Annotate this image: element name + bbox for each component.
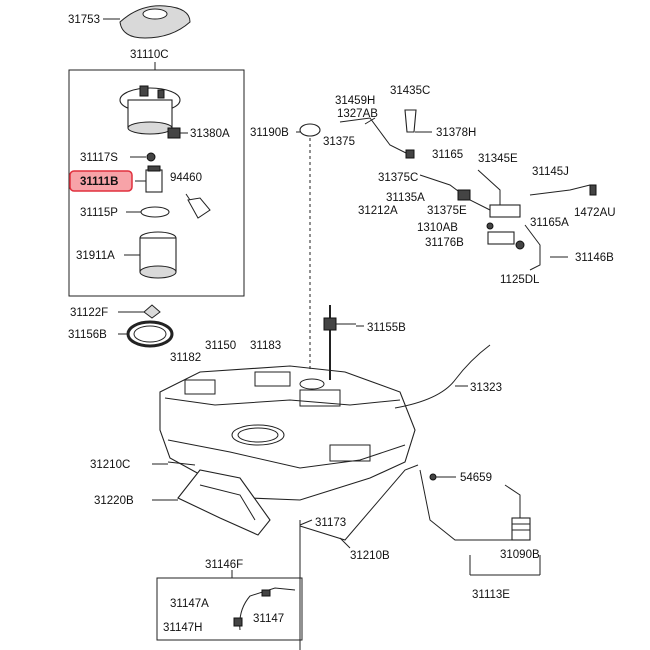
part-strap-31210B[interactable] xyxy=(299,464,419,541)
part-bolt-1310AB[interactable] xyxy=(486,222,494,230)
highlight-31111B xyxy=(69,170,133,192)
label-1327AB: 1327AB xyxy=(337,108,378,120)
label-31147: 31147 xyxy=(253,613,284,625)
label-31210C: 31210C xyxy=(90,459,130,471)
part-valve-31378H[interactable] xyxy=(404,109,417,133)
part-hose-kit-31146F[interactable] xyxy=(233,587,296,631)
label-31115P: 31115P xyxy=(80,207,118,219)
part-cap-31190B[interactable] xyxy=(299,123,321,137)
label-31173: 31173 xyxy=(315,517,346,529)
label-31145J: 31145J xyxy=(532,166,569,178)
label-31375C: 31375C xyxy=(378,172,418,184)
part-sender-31380A[interactable] xyxy=(167,127,188,139)
label-1125DL: 1125DL xyxy=(500,274,540,286)
label-31375: 31375 xyxy=(323,136,355,148)
label-31378H: 31378H xyxy=(436,127,476,139)
label-31459H: 31459H xyxy=(335,95,375,107)
label-1472AU: 1472AU xyxy=(574,207,616,219)
part-canister-31090B[interactable] xyxy=(511,517,531,541)
label-31150: 31150 xyxy=(205,340,236,352)
label-31117S: 31117S xyxy=(80,152,118,164)
label-31323: 31323 xyxy=(470,382,502,394)
part-bracket-31212A[interactable] xyxy=(489,204,521,218)
part-strap-31210C[interactable] xyxy=(167,461,196,466)
label-31147H: 31147H xyxy=(163,622,202,634)
label-31220B: 31220B xyxy=(94,495,134,507)
label-31090B: 31090B xyxy=(500,549,540,561)
label-31753: 31753 xyxy=(68,14,100,26)
part-hose-31145J[interactable] xyxy=(529,184,591,196)
label-31911A: 31911A xyxy=(76,250,115,262)
label-31165A: 31165A xyxy=(530,217,569,229)
label-31380A: 31380A xyxy=(190,128,230,140)
part-fuel-tank-31150[interactable] xyxy=(159,365,416,501)
part-sender-31155B[interactable] xyxy=(323,305,356,380)
part-heat-shield-31220B[interactable] xyxy=(177,469,271,536)
part-fuel-pump-31111B[interactable] xyxy=(145,165,163,193)
label-31111B[interactable]: 31111B xyxy=(80,176,118,188)
part-wire-94460[interactable] xyxy=(185,193,211,219)
label-31190B: 31190B xyxy=(250,127,289,139)
part-valve-31135A[interactable] xyxy=(457,189,471,201)
part-gasket-31753[interactable] xyxy=(119,5,191,39)
label-31110C: 31110C xyxy=(130,49,169,61)
part-ring-31156B[interactable] xyxy=(126,320,174,348)
label-31147A: 31147A xyxy=(170,598,209,610)
hose-kit-frame xyxy=(156,577,303,641)
label-54659: 54659 xyxy=(460,472,492,484)
part-ring-31115P[interactable] xyxy=(140,206,170,218)
part-filter-31911A[interactable] xyxy=(139,231,177,279)
label-31155B: 31155B xyxy=(367,322,406,334)
part-31122F[interactable] xyxy=(143,304,161,319)
label-31113E: 31113E xyxy=(472,589,510,601)
label-31146F: 31146F xyxy=(205,559,243,571)
label-31210B: 31210B xyxy=(350,550,390,562)
label-1310AB: 1310AB xyxy=(417,222,458,234)
part-pump-module-flange[interactable] xyxy=(119,85,181,135)
part-clip-31117S[interactable] xyxy=(146,152,156,162)
labels: 31753 31110C 31380A 31117S 31111B 94460 … xyxy=(68,14,616,634)
label-31146B: 31146B xyxy=(575,252,614,264)
label-31375E: 31375E xyxy=(427,205,467,217)
label-31182: 31182 xyxy=(170,352,201,364)
label-31122F: 31122F xyxy=(70,307,108,319)
part-bolt-1125DL[interactable] xyxy=(515,240,525,250)
part-bracket-31176B[interactable] xyxy=(487,231,515,245)
part-hose-31375[interactable] xyxy=(339,117,411,156)
part-clamp-31165[interactable] xyxy=(405,149,415,159)
label-94460: 94460 xyxy=(170,172,202,184)
part-line-31113E[interactable] xyxy=(419,469,521,541)
part-clip-1472AU[interactable] xyxy=(589,184,597,196)
part-vent-hose-31323[interactable] xyxy=(394,344,491,409)
label-31183: 31183 xyxy=(250,340,281,352)
pump-module-frame xyxy=(68,69,245,297)
part-clip-54659[interactable] xyxy=(429,473,437,481)
label-31176B: 31176B xyxy=(425,237,464,249)
label-31165: 31165 xyxy=(432,149,463,161)
label-31156B: 31156B xyxy=(68,329,107,341)
label-31435C: 31435C xyxy=(390,85,430,97)
part-hose-31146B[interactable] xyxy=(524,224,541,271)
label-31345E: 31345E xyxy=(478,153,518,165)
label-31135A: 31135A xyxy=(386,192,425,204)
label-31212A: 31212A xyxy=(358,205,398,217)
